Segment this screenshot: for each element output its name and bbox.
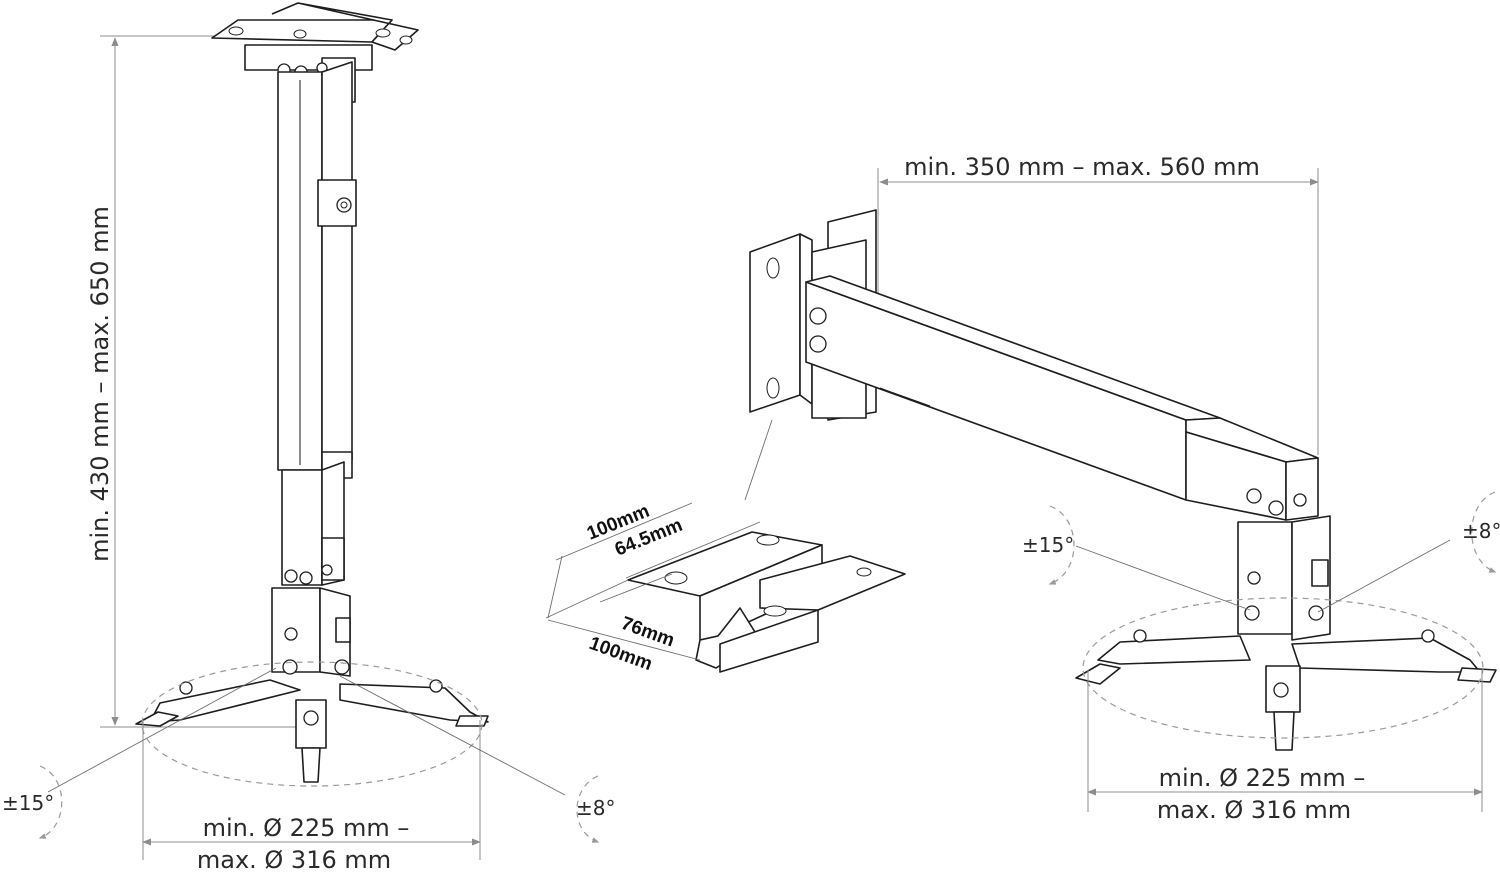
ceiling-swivel-leader [339,675,566,796]
ceiling-tilt-label: ±15° [2,791,54,815]
wall-spider-legs [1075,629,1497,751]
wall-diameter-label-line1: min. Ø 225 mm – [1159,764,1366,792]
ceiling-tilt-leader [47,667,277,793]
ceiling-spider-legs [135,679,489,783]
bracket-dim-outer-bottom-line [547,619,701,661]
ceiling-tilt-head [271,587,351,677]
bracket-dim-outer-left-tick [547,555,563,619]
ceiling-footprint-ellipse [141,661,483,787]
bracket-dim-inner-top-line [625,521,761,579]
ceiling-mount-drawing [38,2,600,860]
bracket-dim-outer-top-line [555,502,693,561]
wall-tilt-arc [1048,505,1075,585]
wall-reach-label: min. 350 mm – max. 560 mm [904,153,1260,181]
ceiling-tilt-arc [38,765,63,839]
wall-tilt-head [1237,515,1331,641]
wall-swivel-label: ±8° [1462,519,1500,543]
wall-swivel-arc [1471,491,1497,573]
ceiling-diameter-label-line2: max. Ø 316 mm [197,846,391,872]
ceiling-upper-tube [277,61,357,479]
bracket-detail-drawing [545,419,906,673]
wall-swivel-leader [1317,539,1451,613]
ceiling-height-label: min. 430 mm – max. 650 mm [86,206,114,562]
ceiling-swivel-label: ±8° [576,796,615,820]
ceiling-diameter-label-line1: min. Ø 225 mm – [203,814,410,842]
ceiling-lower-tube [281,461,345,586]
bracket-detail-leader [744,419,773,501]
wall-tilt-label: ±15° [1022,533,1074,557]
bracket-dim-outer-bottom-extension [545,579,629,619]
bracket-dim-inner-bottom-line [599,573,673,603]
wall-diameter-label-line2: max. Ø 316 mm [1157,796,1351,824]
wall-footprint-ellipse [1082,597,1484,739]
wall-tilt-leader [1075,545,1251,611]
wall-arm [805,275,1319,521]
wall-mount-drawing [749,168,1497,812]
